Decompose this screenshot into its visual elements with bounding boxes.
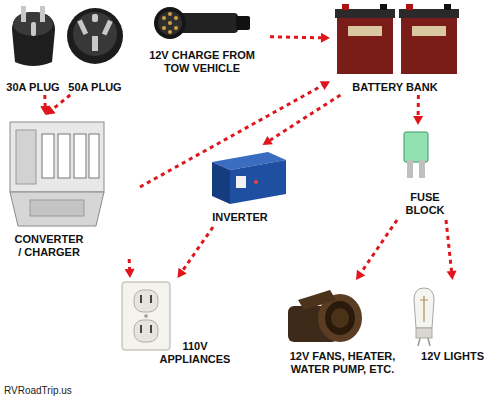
dotted-arrow (125, 259, 135, 278)
arrow-head (413, 116, 423, 125)
dotted-arrow (446, 220, 457, 280)
arrow-head (178, 268, 187, 278)
dotted-line (52, 95, 70, 109)
dotted-arrow (40, 95, 50, 115)
dotted-line (183, 227, 213, 271)
arrow-head (447, 271, 457, 280)
fuse-icon (404, 132, 428, 178)
component-label: 12V FANS, HEATER, WATER PUMP, ETC. (280, 350, 405, 376)
component-node: BATTERY BANK (330, 3, 460, 95)
component-node: 12V FANS, HEATER, WATER PUMP, ETC. (275, 280, 410, 390)
component-label: 30A PLUG (2, 81, 64, 94)
arrow-head (356, 270, 365, 280)
dotted-arrow (270, 33, 330, 43)
dotted-line (128, 259, 131, 269)
dotted-line (446, 220, 452, 271)
dotted-line (270, 37, 321, 38)
arrow-head (125, 269, 135, 278)
dotted-arrow (413, 95, 423, 125)
converter-panel-icon (10, 122, 104, 226)
arrow-head (320, 81, 330, 90)
plug-50a-icon (67, 8, 123, 64)
dotted-arrow (140, 81, 330, 187)
plug-30a-icon (12, 6, 55, 66)
dotted-arrow (356, 220, 397, 280)
inverter-icon (212, 152, 286, 204)
bulb-icon (414, 288, 434, 346)
outlet-icon (122, 282, 170, 350)
component-label: FUSE BLOCK (401, 191, 449, 217)
component-node: 12V CHARGE FROM TOW VEHICLE (135, 3, 270, 78)
component-node: 110V APPLIANCES (115, 278, 240, 370)
component-label: 12V LIGHTS (410, 350, 495, 363)
component-label: INVERTER (195, 211, 285, 224)
watermark-text: RVRoadTrip.us (4, 385, 72, 397)
component-node: 50A PLUG (64, 5, 126, 95)
arrow-head (40, 106, 50, 115)
component-label: 12V CHARGE FROM TOW VEHICLE (142, 49, 262, 75)
socket-12v-icon (288, 290, 362, 342)
dotted-arrow (263, 95, 341, 145)
component-node: INVERTER (195, 145, 285, 227)
dotted-arrow (178, 227, 214, 278)
dotted-line (43, 95, 46, 106)
dotted-line (361, 220, 397, 273)
arrow-head (46, 105, 56, 115)
battery-icon (335, 4, 459, 74)
component-label: 110V APPLIANCES (155, 340, 235, 366)
component-label: BATTERY BANK (330, 81, 460, 94)
dotted-line (417, 95, 420, 116)
tow-connector-icon (154, 7, 250, 39)
arrow-head (263, 136, 273, 145)
component-node: 12V LIGHTS (410, 280, 495, 370)
component-node: CONVERTER / CHARGER (5, 115, 140, 259)
component-label: 50A PLUG (64, 81, 126, 94)
component-node: FUSE BLOCK (390, 125, 460, 220)
dotted-line (140, 86, 322, 187)
component-label: CONVERTER / CHARGER (13, 233, 85, 259)
dotted-line (270, 95, 340, 140)
component-node: 30A PLUG (2, 5, 64, 95)
arrow-head (321, 33, 330, 43)
dotted-arrow (46, 95, 71, 115)
